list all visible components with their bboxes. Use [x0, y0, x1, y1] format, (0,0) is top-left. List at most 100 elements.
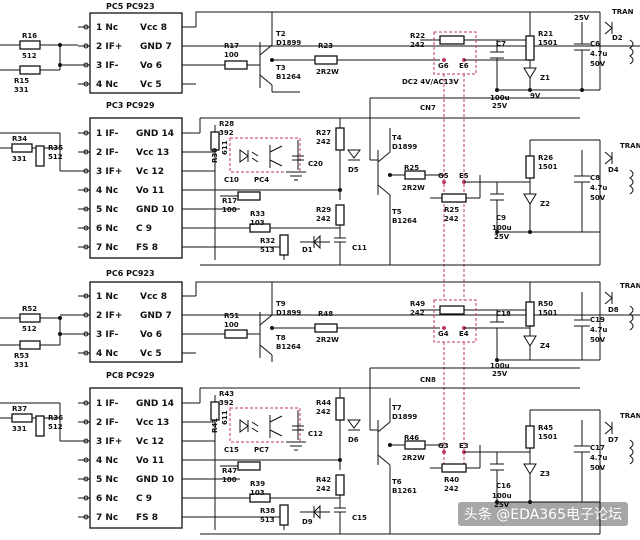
label: 512 [22, 325, 37, 333]
label: D1899 [392, 143, 417, 151]
pin-label: 3 IF- [96, 61, 119, 71]
pin-label: GND 7 [140, 311, 172, 321]
label: 50V [590, 336, 606, 344]
label: E3 [459, 442, 469, 450]
label: 103 [250, 219, 265, 227]
label: 512 [48, 153, 63, 161]
label: C16 [496, 482, 511, 490]
label: R46 [404, 434, 419, 442]
resistor-r40 [441, 463, 467, 473]
label: C15 [352, 514, 367, 522]
label: PC7 [254, 446, 269, 454]
label: T7 [392, 404, 402, 412]
label: B1261 [392, 487, 417, 495]
label: B1264 [392, 217, 417, 225]
connector-cn7-top [433, 31, 477, 75]
label: C8 [590, 174, 600, 182]
label: CN8 [420, 376, 436, 384]
resistor-r16 [19, 40, 41, 50]
label: R44 [316, 399, 331, 407]
label: T4 [392, 134, 402, 142]
label: T8 [276, 334, 286, 342]
resistor-r27 [335, 127, 345, 151]
resistor-r49 [439, 305, 465, 315]
label: G6 [438, 62, 449, 70]
label: D1899 [392, 413, 417, 421]
label: R35 [48, 144, 63, 152]
label: R26 [538, 154, 553, 162]
label: C11 [352, 244, 367, 252]
label: 242 [410, 41, 425, 49]
label: D9 [302, 518, 313, 526]
label: R40 [444, 476, 459, 484]
label: 4.7u [590, 454, 607, 462]
label: T3 [276, 64, 286, 72]
label: 100u [490, 362, 510, 370]
label: 50V [590, 464, 606, 472]
pin-label: 5 Nc [96, 205, 118, 215]
label: G4 [438, 330, 449, 338]
resistor-r28 [210, 131, 220, 151]
label: R29 [316, 206, 331, 214]
label: R48 [318, 310, 333, 318]
label: 512 [22, 52, 37, 60]
resistor-r25 [404, 170, 426, 180]
label: 242 [444, 485, 459, 493]
label: R17 [222, 197, 237, 205]
pin-label: 1 Nc [96, 292, 118, 302]
resistor-r43 [210, 401, 220, 421]
label: 512 [48, 423, 63, 431]
label: 392 [219, 129, 234, 137]
pin-label: 2 IF- [96, 418, 119, 428]
pin-label: Vo 11 [136, 186, 164, 196]
label: 100u [492, 492, 512, 500]
label: 331 [14, 86, 29, 94]
label: 1501 [538, 309, 558, 317]
label: 4.7u [590, 326, 607, 334]
chip-pc5 [89, 12, 183, 94]
label: D6 [348, 436, 359, 444]
pin-label: 2 IF+ [96, 311, 122, 321]
pin-label: Vo 6 [140, 330, 162, 340]
label: C6 [590, 40, 600, 48]
label: Z3 [540, 470, 550, 478]
resistor-r38 [279, 504, 289, 526]
label: R21 [538, 30, 553, 38]
label: R28 [219, 120, 234, 128]
resistor-r50 [525, 301, 535, 327]
label: 9V [530, 92, 541, 100]
resistor-r35 [35, 145, 45, 167]
label: 2R2W [316, 68, 339, 76]
resistor-r25b [441, 193, 467, 203]
chip-pc6 [89, 281, 183, 363]
label: 100 [222, 206, 237, 214]
pin-label: 5 Nc [96, 475, 118, 485]
resistor-r48 [314, 323, 338, 333]
chip-pc5-title: PC5 PC923 [106, 2, 155, 11]
label: 1501 [538, 39, 558, 47]
label: 242 [316, 485, 331, 493]
label: G3 [438, 442, 449, 450]
chip-pc5-pins: 1 Nc 2 IF+ 3 IF- 4 Nc Vcc 8 GND 7 Vo 6 V… [96, 23, 172, 90]
label: R42 [316, 476, 331, 484]
resistor-r15 [19, 65, 41, 75]
label: 103 [250, 489, 265, 497]
chip-pc8-pins: 1 IF- 2 IF- 3 IF+ 4 Nc 5 Nc 6 Nc 7 Nc GN… [96, 399, 174, 523]
label: 392 [219, 399, 234, 407]
label: 100 [222, 476, 237, 484]
label: 611 [221, 140, 229, 155]
label: 611 [221, 410, 229, 425]
label: 25V [492, 102, 508, 110]
label: E5 [459, 172, 469, 180]
label: 331 [14, 361, 29, 369]
label: 2R2W [316, 336, 339, 344]
watermark: 头条 @EDA365电子论坛 [457, 502, 628, 526]
label: 100 [224, 321, 239, 329]
label: R51 [224, 312, 239, 320]
label: R43 [219, 390, 234, 398]
photocoupler-pc4 [229, 137, 301, 173]
pin-label: Vc 12 [136, 167, 164, 177]
pin-label: C 9 [136, 494, 152, 504]
pin-label: GND 10 [136, 475, 174, 485]
label: Z1 [540, 74, 550, 82]
